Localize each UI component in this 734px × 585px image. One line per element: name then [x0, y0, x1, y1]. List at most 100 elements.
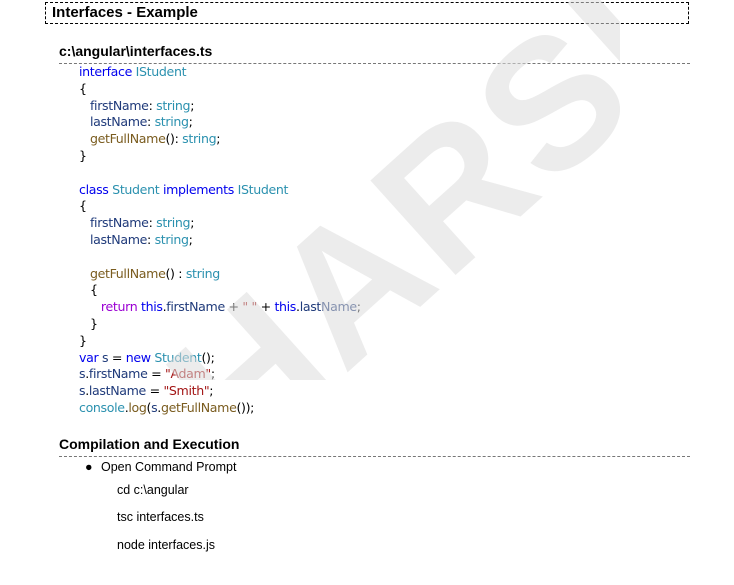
code-token: ; [210, 366, 215, 382]
code-token: Student [112, 181, 163, 197]
code-token: string [156, 215, 191, 231]
code-token: implements [162, 181, 238, 197]
code-token: ( [146, 399, 152, 415]
code-line: } [79, 333, 361, 350]
code-token: + [256, 299, 275, 315]
page-title: Interfaces - Example [45, 2, 689, 24]
code-token: = [145, 383, 164, 399]
code-token: . [157, 399, 161, 415]
code-token: getFullName [79, 131, 166, 147]
code-line: s.lastName = "Smith"; [79, 383, 361, 400]
code-line: firstName: string; [79, 98, 361, 115]
code-token: string [154, 231, 189, 247]
code-token: s [151, 399, 158, 415]
code-token: = [108, 349, 126, 365]
code-token: = [147, 366, 166, 382]
code-line: s.firstName = "Adam"; [79, 366, 361, 383]
bullet-list: ● Open Command Prompt [85, 458, 236, 476]
code-token: getFullName [79, 265, 166, 281]
compilation-heading: Compilation and Execution [59, 436, 240, 452]
compilation-heading-rule [59, 456, 690, 457]
code-line: { [79, 81, 361, 98]
code-token: IStudent [135, 64, 187, 79]
code-token: firstName [79, 215, 149, 231]
code-line: lastName: string; [79, 114, 361, 131]
code-token: } [79, 147, 87, 163]
command-node: node interfaces.js [117, 538, 215, 552]
code-token: string [154, 114, 189, 130]
code-token: { [79, 282, 98, 298]
code-token: : [147, 231, 155, 247]
code-token: " " [242, 299, 257, 315]
code-token: { [79, 198, 87, 214]
code-token: log [128, 399, 147, 415]
code-token: . [85, 366, 89, 382]
code-token: : [148, 215, 157, 231]
code-token: ; [356, 299, 361, 315]
code-token: string [182, 131, 217, 147]
code-line: { [79, 282, 361, 299]
code-line: } [79, 148, 361, 165]
code-token: ; [190, 97, 195, 113]
code-line: getFullName(): string; [79, 131, 361, 148]
code-token: firstName [166, 299, 225, 315]
bullet-dot-icon: ● [85, 460, 93, 474]
code-token: this [140, 299, 163, 315]
code-line: firstName: string; [79, 215, 361, 232]
code-token: string [185, 265, 220, 281]
code-token: lastName [79, 231, 148, 247]
code-line: } [79, 316, 361, 333]
code-line: class Student implements IStudent [79, 182, 361, 199]
code-token: class [79, 181, 113, 197]
code-token: . [124, 399, 129, 415]
code-token: . [162, 299, 167, 315]
code-token: ()); [236, 399, 255, 415]
file-heading: c:\angular\interfaces.ts [59, 43, 213, 59]
code-token: : [147, 114, 155, 130]
code-line: getFullName() : string [79, 266, 361, 283]
code-token: s [101, 349, 109, 365]
code-token: var [79, 349, 102, 365]
code-token: firstName [79, 97, 149, 113]
code-line: interface IStudent [79, 64, 361, 81]
code-token: this [274, 299, 297, 315]
code-token: { [79, 80, 87, 96]
bullet-item: Open Command Prompt [101, 460, 237, 474]
code-token: firstName [88, 366, 148, 382]
code-token: "Adam" [165, 366, 211, 382]
code-token: lastName [79, 114, 148, 130]
code-token: "Smith" [163, 383, 210, 399]
code-token: . [85, 383, 89, 399]
code-token: () : [165, 265, 186, 281]
code-token: console [79, 399, 125, 415]
code-line: return this.firstName + " " + this.lastN… [79, 299, 361, 316]
file-heading-rule [59, 63, 690, 64]
code-token: lastName [299, 299, 357, 315]
code-token: getFullName [160, 399, 237, 415]
command-cd: cd c:\angular [117, 483, 189, 497]
code-token: ; [216, 131, 221, 147]
code-token: lastName [88, 383, 146, 399]
code-token: (): [165, 131, 183, 147]
code-token: IStudent [237, 181, 289, 197]
code-token: ; [188, 231, 193, 247]
code-line: lastName: string; [79, 232, 361, 249]
code-token: ; [188, 114, 193, 130]
code-token: } [79, 315, 98, 331]
code-token: new [125, 349, 155, 365]
code-token: ; [190, 215, 195, 231]
code-token: } [79, 332, 87, 348]
code-token: return [79, 299, 141, 315]
code-token: s [79, 383, 86, 399]
code-token: s [79, 366, 86, 382]
code-token: ; [209, 383, 214, 399]
code-token: : [148, 97, 157, 113]
code-line: var s = new Student(); [79, 350, 361, 367]
command-tsc: tsc interfaces.ts [117, 510, 204, 524]
code-token: string [156, 97, 191, 113]
code-token: Student [154, 349, 202, 365]
code-token: (); [201, 349, 215, 365]
code-line: console.log(s.getFullName()); [79, 400, 361, 417]
code-token: + [224, 299, 243, 315]
code-line [79, 165, 361, 182]
